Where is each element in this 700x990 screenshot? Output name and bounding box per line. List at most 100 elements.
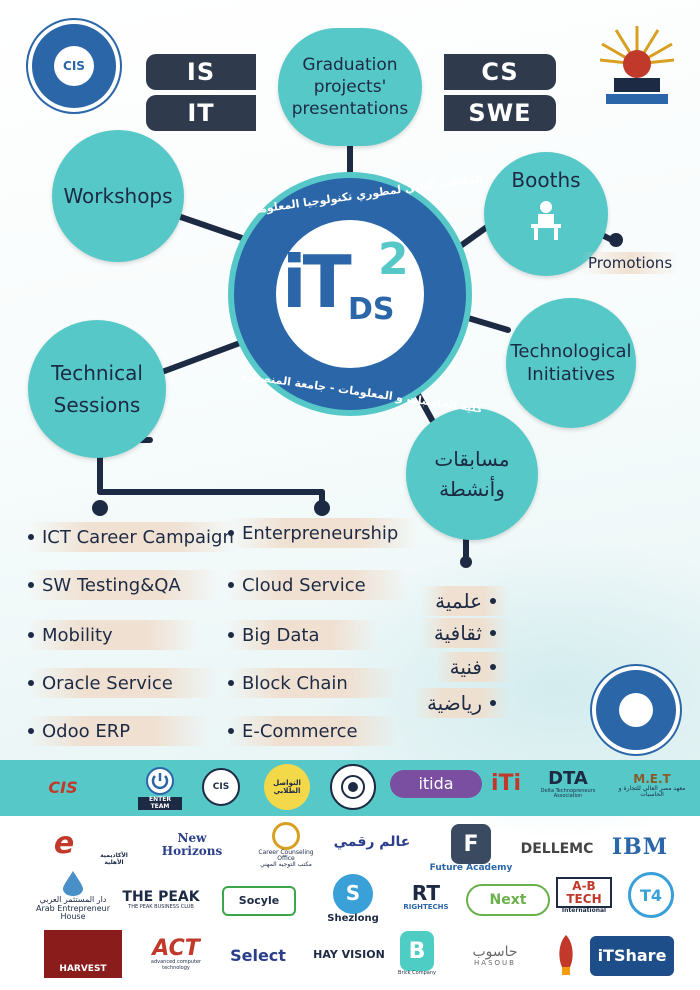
sponsor-rightechs: RT RIGHTECHS: [403, 880, 449, 911]
sponsor-student-comm: التواصل الطلابي: [264, 764, 310, 810]
session-item-enterpreneurship: Enterpreneurship: [228, 518, 418, 548]
node-graduation-projects: Graduation projects' presentations: [278, 28, 422, 146]
session-label: Cloud Service: [242, 574, 366, 596]
cis-club-logo: [592, 666, 680, 754]
session-label: Oracle Service: [42, 672, 173, 694]
sponsor-the-peak: THE PEAK THE PEAK BUSINESS CLUB: [122, 889, 200, 910]
sponsor-next: Next: [466, 884, 550, 916]
activity-label: رياضية: [426, 691, 482, 715]
sponsor-iti: iTi: [490, 771, 522, 797]
session-label: Mobility: [42, 624, 113, 646]
activity-label: ثقافية: [433, 621, 482, 645]
bullet-icon: [490, 598, 496, 604]
sponsor-ahleya-academy: الأكاديمية الأهلية: [100, 852, 128, 866]
session-item-odoo: Odoo ERP: [28, 716, 208, 746]
sponsor-hay-vision: HAY VISION: [313, 948, 385, 962]
node-technical-sessions: Technical Sessions: [28, 320, 166, 458]
center-logo-sup: 2: [378, 234, 409, 285]
sponsor-ibm: IBM: [611, 834, 669, 861]
bullet-icon: [490, 664, 496, 670]
sponsor-itida: itida: [390, 770, 482, 798]
sponsor-cis: CIS: [48, 777, 78, 797]
node-competitions-label: مسابقات وأنشطة: [434, 447, 510, 501]
tag-is: IS: [146, 54, 256, 90]
sponsor-shezlong: S Shezlong: [322, 866, 384, 932]
tag-cs: CS: [444, 54, 556, 90]
university-seal-icon: [599, 26, 675, 104]
sponsor-socyle: Socyle: [222, 886, 296, 916]
session-label: SW Testing&QA: [42, 574, 181, 596]
sponsor-cis-2: CIS: [202, 768, 240, 806]
sponsor-harvest: HARVEST: [44, 930, 122, 978]
session-item-cloud: Cloud Service: [228, 570, 408, 600]
university-logo: [596, 20, 678, 106]
session-item-sw-testing: SW Testing&QA: [28, 570, 218, 600]
seal-icon: [341, 775, 365, 799]
node-technical-label: Technical Sessions: [51, 361, 143, 417]
future-academy-icon: F: [451, 824, 491, 865]
session-item-oracle: Oracle Service: [28, 668, 218, 698]
activity-label: علمية: [435, 589, 482, 613]
sponsor-brick: B Brick Company: [392, 926, 442, 982]
session-item-block-chain: Block Chain: [228, 668, 398, 698]
activity-item-3: فنية: [435, 652, 510, 682]
sponsor-ab-tech: A-B TECH International: [556, 870, 612, 922]
session-item-ecommerce: E-Commerce: [228, 716, 398, 746]
node-booths-label: Booths: [511, 168, 581, 192]
activity-item-2: ثقافية: [419, 618, 510, 648]
sponsor-rocket: [548, 930, 584, 980]
session-label: E-Commerce: [242, 720, 358, 742]
rocket-icon: [559, 935, 573, 975]
sponsor-t4: T4: [628, 872, 674, 918]
sponsor-act: ACT advanced computer technology: [150, 936, 202, 971]
drop-icon: [63, 871, 83, 897]
sponsor-met: M.E.T معهد مصر العالي للتجارة و الحاسبات: [618, 772, 686, 799]
sponsor-itshare: iTShare: [590, 936, 674, 976]
session-label: Block Chain: [242, 672, 348, 694]
booth-icon: [531, 201, 561, 240]
session-label: Odoo ERP: [42, 720, 131, 742]
bullet-icon: [28, 582, 34, 588]
shezlong-icon: S: [333, 873, 373, 914]
bullet-icon: [28, 680, 34, 686]
center-logo: iT DS 2: [276, 220, 424, 368]
sponsor-dell-emc: DELLEMC: [520, 840, 594, 857]
bullet-icon: [228, 530, 234, 536]
bullet-icon: [28, 728, 34, 734]
cis-club-emblem: [619, 693, 653, 727]
activity-item-4: رياضية: [412, 688, 510, 718]
sponsor-dta: DTA Delta Technopreneurs Association: [540, 768, 596, 800]
faculty-logo: CIS: [28, 20, 120, 112]
node-workshops-label: Workshops: [63, 184, 173, 208]
bullet-icon: [28, 632, 34, 638]
career-ring-icon: [272, 821, 300, 850]
bullet-icon: [228, 680, 234, 686]
sponsor-seal: [330, 764, 376, 810]
node-workshops: Workshops: [52, 130, 184, 262]
sponsor-career-office: Career Counseling Office مكتب التوجيه ال…: [250, 820, 322, 870]
activity-item-1: علمية: [421, 586, 510, 616]
sponsor-select: Select: [230, 945, 286, 965]
node-technological-label: Technological Initiatives: [510, 340, 632, 385]
sponsor-future-academy: F Future Academy: [426, 818, 516, 880]
node-graduation-label: Graduation projects' presentations: [291, 54, 409, 120]
bullet-icon: [228, 632, 234, 638]
center-logo-it: iT: [282, 240, 352, 324]
sponsor-arab-entrepreneur-house: دار المستثمر العربي Arab Entrepreneur Ho…: [28, 868, 118, 924]
sponsor-enter-team: ENTER TEAM: [138, 764, 182, 812]
session-item-ict-career: ICT Career Campaign: [28, 522, 236, 552]
tag-swe: SWE: [444, 95, 556, 131]
bullet-icon: [28, 534, 34, 540]
center-logo-ds: DS: [348, 292, 395, 327]
sponsor-hasoub: حاسوب HASOUB: [472, 943, 518, 967]
session-item-mobility: Mobility: [28, 620, 198, 650]
session-label: Enterpreneurship: [242, 522, 399, 544]
activity-label: فنية: [449, 655, 482, 679]
sponsor-new-horizons: New Horizons: [161, 831, 223, 858]
sponsor-e-logo: e: [53, 826, 75, 862]
bullet-icon: [228, 728, 234, 734]
sponsor-digital-world: عالم رقمي: [333, 833, 411, 850]
faculty-logo-emblem: CIS: [54, 46, 94, 86]
power-icon: [146, 767, 174, 796]
